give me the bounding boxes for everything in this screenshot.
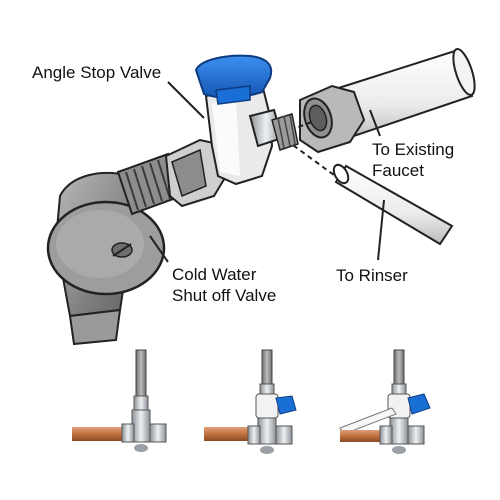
existing-faucet-label: To Existing Faucet <box>372 139 454 181</box>
rinser-tube <box>332 163 454 246</box>
existing-faucet-label-line2: Faucet <box>372 161 424 180</box>
cold-water-shutoff-valve <box>46 152 178 346</box>
rinser-label: To Rinser <box>336 265 408 286</box>
cold-water-shutoff-label: Cold Water Shut off Valve <box>172 264 276 306</box>
existing-faucet-label-line1: To Existing <box>372 140 455 159</box>
rinser-label-text: To Rinser <box>336 266 408 285</box>
callout-leaders <box>149 81 385 263</box>
angle-stop-valve <box>164 54 299 208</box>
cold-water-label-line2: Shut off Valve <box>172 286 277 305</box>
angle-stop-valve-label: Angle Stop Valve <box>32 62 161 83</box>
cold-water-label-line1: Cold Water <box>172 265 257 284</box>
step-2-adapter-installed <box>204 349 297 454</box>
angle-stop-valve-label-text: Angle Stop Valve <box>32 63 162 82</box>
step-1-existing-valve <box>72 349 167 452</box>
compression-nut <box>299 84 366 154</box>
step-3-rinser-connected <box>339 349 431 454</box>
